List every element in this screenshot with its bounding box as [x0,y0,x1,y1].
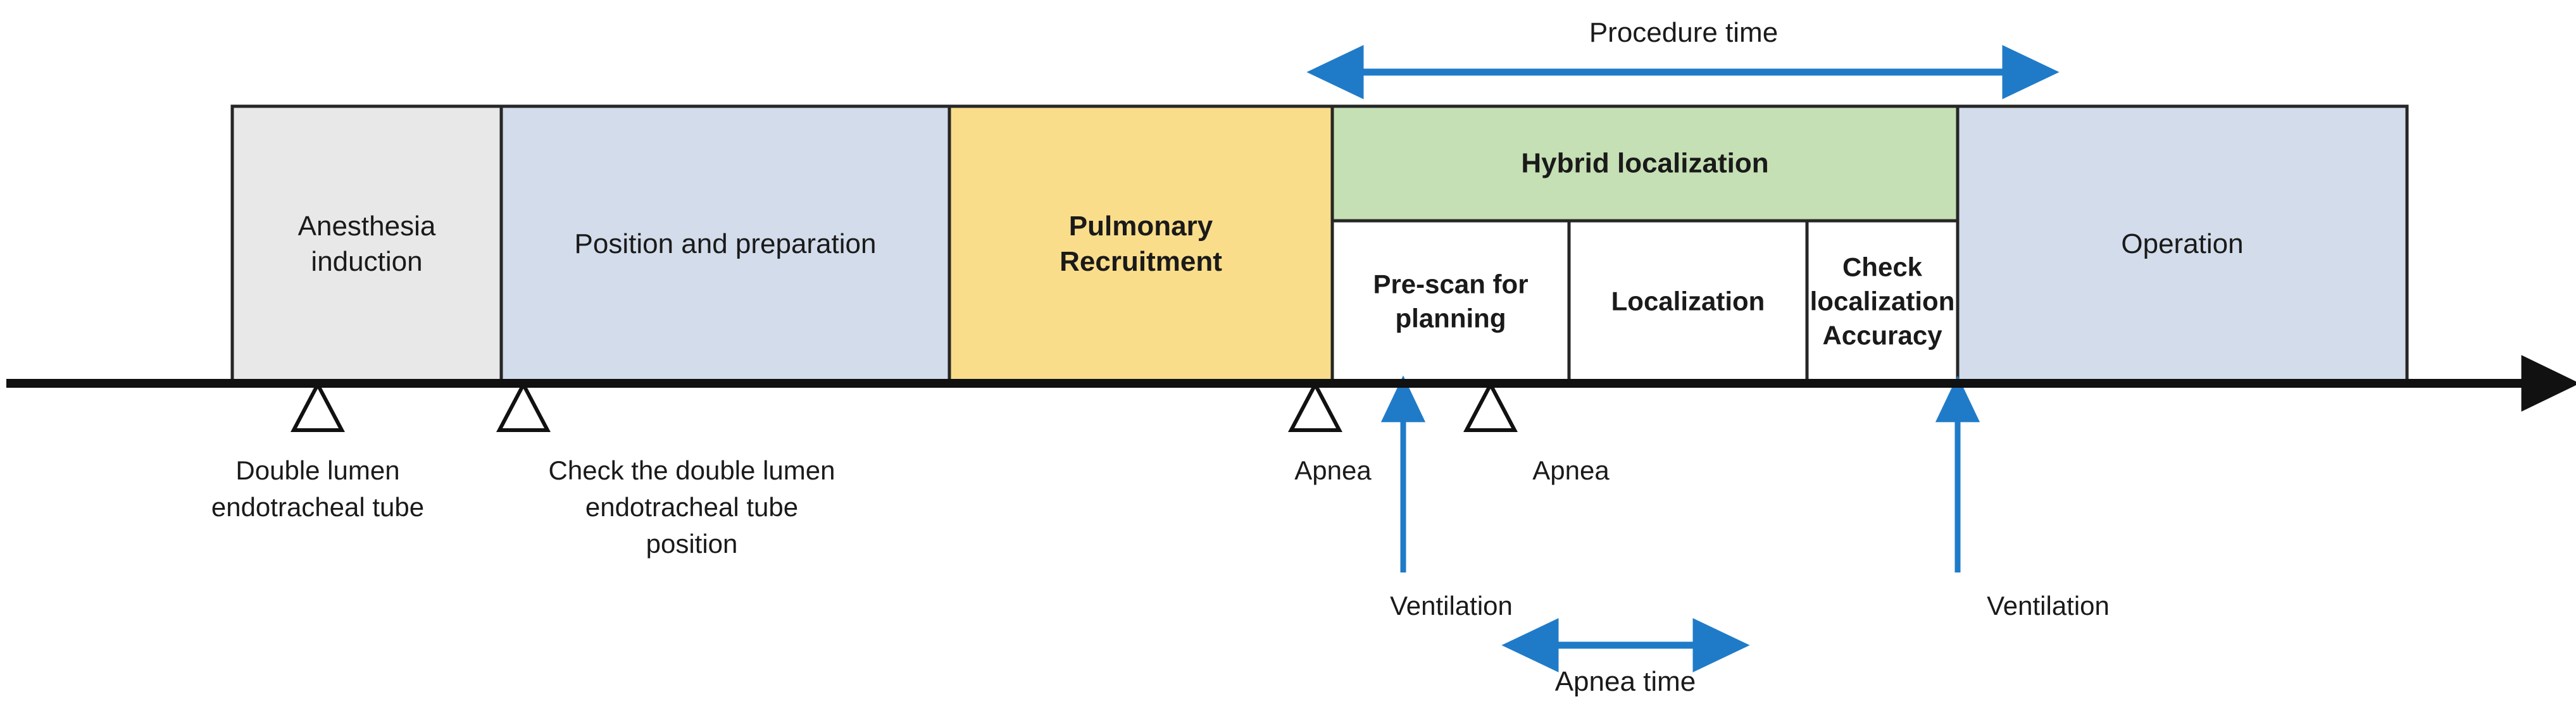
subphase-box-check-localization-accuracy[interactable] [1805,219,1960,384]
ventilation-arrow-2[interactable]: Ventilation [1935,375,2110,621]
subphase-box-localization[interactable] [1567,219,1809,384]
subphase-localization[interactable]: Localization [1567,219,1809,384]
marker-apnea-1-label: Apnea [1294,455,1372,485]
marker-apnea-1[interactable]: Apnea [1288,380,1372,485]
phase-position-and-preparation[interactable]: Position and preparation [499,104,951,384]
subphase-label-localization: Localization [1611,287,1765,316]
phase-hybrid-localization[interactable]: Hybrid localization [1330,104,1960,223]
phase-box-operation[interactable] [1956,104,2409,384]
triangle-marker-icon[interactable] [1463,380,1518,432]
ventilation-arrow-2-label: Ventilation [1987,591,2110,621]
phase-label-hybrid-localization: Hybrid localization [1521,148,1768,179]
triangle-marker-icon[interactable] [1288,380,1342,432]
ventilation-arrow-1[interactable]: Ventilation [1380,375,1513,621]
phase-box-pulmonary-recruitment[interactable] [947,104,1334,384]
procedure-time-span[interactable]: Procedure time [1306,17,2060,99]
phase-operation[interactable]: Operation [1956,104,2409,384]
phase-label-operation: Operation [2121,228,2243,259]
ventilation-arrow-1-label: Ventilation [1390,591,1513,621]
apnea-time-span[interactable]: Apnea time [1501,618,1750,697]
phase-box-hybrid-localization[interactable] [1330,104,1960,223]
triangle-marker-icon[interactable] [291,380,345,432]
ventilation-arrows-group: Ventilation Ventilation [1380,375,2110,621]
phase-box-anesthesia-induction[interactable] [230,104,503,384]
marker-apnea-2[interactable]: Apnea [1463,380,1610,485]
phase-label-position-and-preparation: Position and preparation [575,228,877,259]
subphase-box-pre-scan-for-planning[interactable] [1330,219,1571,384]
triangle-marker-icon[interactable] [496,380,551,432]
apnea-time-span-label: Apnea time [1555,666,1696,697]
procedure-time-span-label: Procedure time [1589,17,1778,48]
marker-apnea-2-label: Apnea [1532,455,1610,485]
